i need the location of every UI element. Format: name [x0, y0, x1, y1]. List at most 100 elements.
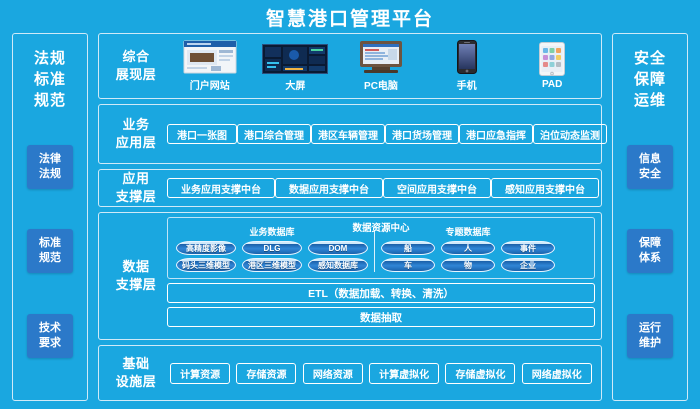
website-icon — [183, 40, 237, 74]
db-cylinder[interactable]: 感知数据库 — [308, 258, 368, 272]
left-sidebar-title: 法规 标准 规范 — [34, 48, 66, 111]
sidebar-item-label: 运行 — [639, 321, 661, 334]
thematic-database-group: 专题数据库 船 人 事件 车 物 企业 — [381, 225, 555, 272]
data-extraction-bar[interactable]: 数据抽取 — [167, 307, 595, 327]
layer-infrastructure-items: 计算资源 存储资源 网络资源 计算虚拟化 存储虚拟化 网络虚拟化 — [167, 346, 595, 400]
db-cylinder[interactable]: DOM — [308, 241, 368, 255]
device-website[interactable]: 门户网站 — [175, 40, 245, 92]
device-caption: 大屏 — [285, 81, 306, 92]
sidebar-item-information-security[interactable]: 信息 安全 — [627, 145, 673, 190]
device-mobile[interactable]: 手机 — [432, 40, 502, 92]
infra-item-network-virtualization[interactable]: 网络虚拟化 — [521, 362, 592, 384]
infra-item-storage-resource[interactable]: 存储资源 — [236, 362, 297, 384]
layer-label-line: 综合 — [122, 49, 150, 64]
business-item-port-one-map[interactable]: 港口一张图 — [167, 124, 237, 144]
db-cylinder[interactable]: 人 — [441, 241, 495, 255]
infra-item-network-resource[interactable]: 网络资源 — [302, 362, 363, 384]
right-sidebar-title-line-2: 保障 — [633, 71, 666, 88]
infra-item-compute-resource[interactable]: 计算资源 — [170, 362, 231, 384]
db-cylinder[interactable]: 船 — [381, 241, 435, 255]
db-cylinder[interactable]: 港区三维模型 — [242, 258, 302, 272]
layer-infrastructure: 基础 设施层 计算资源 存储资源 网络资源 计算虚拟化 存储虚拟化 网络虚拟化 — [98, 345, 602, 401]
db-cylinder[interactable]: 码头三维模型 — [176, 258, 236, 272]
sidebar-item-label: 标准 — [39, 237, 61, 250]
db-cylinder[interactable]: 企业 — [501, 258, 555, 272]
layer-presentation-label: 综合 展现层 — [105, 48, 167, 84]
device-caption: PC电脑 — [364, 81, 398, 92]
thematic-db-row-1: 船 人 事件 — [381, 241, 555, 255]
big-screen-icon — [262, 40, 329, 74]
left-sidebar-regulations: 法规 标准 规范 法律 法规 标准 规范 技术 要求 — [12, 33, 88, 401]
sidebar-item-technical-requirement[interactable]: 技术 要求 — [27, 313, 73, 358]
sidebar-item-label: 保障 — [639, 237, 661, 250]
sidebar-item-label: 规范 — [39, 252, 61, 265]
sidebar-item-label: 体系 — [639, 252, 661, 265]
left-sidebar-buttons: 法律 法规 标准 规范 技术 要求 — [13, 111, 87, 400]
business-item-port-yard-management[interactable]: 港口货场管理 — [385, 124, 459, 144]
layer-presentation: 综合 展现层 — [98, 33, 602, 99]
db-cylinder[interactable]: 车 — [381, 258, 435, 272]
layer-label-line: 应用层 — [115, 135, 157, 150]
layer-label-line: 基础 — [122, 356, 150, 371]
right-sidebar-buttons: 信息 安全 保障 体系 运行 维护 — [613, 111, 687, 400]
infra-item-compute-virtualization[interactable]: 计算虚拟化 — [369, 362, 440, 384]
business-database-group: 业务数据库 高精度影像 DLG DOM 码头三维模型 港区三维模型 感知数据库 — [176, 225, 368, 272]
sidebar-item-label: 维护 — [639, 336, 661, 349]
business-db-row-2: 码头三维模型 港区三维模型 感知数据库 — [176, 258, 368, 272]
device-pad[interactable]: PAD — [517, 42, 587, 90]
device-caption: 手机 — [456, 81, 477, 92]
right-sidebar-title-line-3: 运维 — [633, 92, 666, 109]
left-sidebar-title-line-3: 规范 — [33, 92, 66, 109]
layer-data-support: 数据 支撑层 数据资源中心 业务数据库 高精度影像 DLG DOM — [98, 212, 602, 340]
sidebar-item-legal-regulations[interactable]: 法律 法规 — [27, 145, 73, 190]
db-cylinder[interactable]: 物 — [441, 258, 495, 272]
layer-label-line: 应用 — [122, 171, 150, 186]
thematic-database-heading: 专题数据库 — [445, 227, 491, 237]
group-divider — [374, 230, 375, 272]
right-sidebar-security: 安全 保障 运维 信息 安全 保障 体系 运行 维护 — [612, 33, 688, 401]
device-big-screen[interactable]: 大屏 — [260, 40, 330, 92]
sidebar-item-label: 法规 — [39, 168, 61, 181]
business-database-cylinders: 高精度影像 DLG DOM 码头三维模型 港区三维模型 感知数据库 — [176, 241, 368, 272]
business-database-heading: 业务数据库 — [249, 227, 295, 237]
device-caption: PAD — [541, 79, 563, 90]
device-pc[interactable]: PC电脑 — [346, 40, 416, 92]
sidebar-item-support-system[interactable]: 保障 体系 — [627, 229, 673, 274]
data-resource-center-panel: 数据资源中心 业务数据库 高精度影像 DLG DOM 码头三维模型 港区三维 — [167, 217, 595, 279]
layer-business-items: 港口一张图 港口综合管理 港区车辆管理 港口货场管理 港口应急指挥 泊位动态监测 — [167, 105, 607, 163]
db-cylinder[interactable]: 高精度影像 — [176, 241, 236, 255]
layer-infrastructure-label: 基础 设施层 — [105, 355, 167, 391]
app-support-item-data[interactable]: 数据应用支撑中台 — [275, 178, 383, 198]
business-item-port-emergency-command[interactable]: 港口应急指挥 — [459, 124, 533, 144]
page-title: 智慧港口管理平台 — [265, 9, 434, 30]
sidebar-item-label: 安全 — [639, 168, 661, 181]
layer-stack: 综合 展现层 — [98, 33, 607, 401]
db-cylinder[interactable]: 事件 — [501, 241, 555, 255]
layer-label-line: 支撑层 — [115, 277, 157, 292]
business-item-port-integrated-management[interactable]: 港口综合管理 — [237, 124, 311, 144]
infra-item-storage-virtualization[interactable]: 存储虚拟化 — [445, 362, 516, 384]
app-support-item-business[interactable]: 业务应用支撑中台 — [167, 178, 275, 198]
business-db-row-1: 高精度影像 DLG DOM — [176, 241, 368, 255]
business-item-berth-dynamic-monitoring[interactable]: 泊位动态监测 — [533, 124, 607, 144]
thematic-db-row-2: 车 物 企业 — [381, 258, 555, 272]
app-support-item-perception[interactable]: 感知应用支撑中台 — [491, 178, 599, 198]
tablet-pad-icon — [539, 42, 566, 76]
left-sidebar-title-line-2: 标准 — [33, 71, 66, 88]
layer-application-support: 应用 支撑层 业务应用支撑中台 数据应用支撑中台 空间应用支撑中台 感知应用支撑… — [98, 169, 602, 207]
layer-label-line: 设施层 — [115, 374, 157, 389]
sidebar-item-label: 技术 — [39, 321, 61, 334]
right-sidebar-title: 安全 保障 运维 — [634, 48, 666, 111]
etl-bar[interactable]: ETL（数据加载、转换、清洗） — [167, 283, 595, 303]
sidebar-item-operation-maintenance[interactable]: 运行 维护 — [627, 313, 673, 358]
db-cylinder[interactable]: DLG — [242, 241, 302, 255]
sidebar-item-standard-specification[interactable]: 标准 规范 — [27, 229, 73, 274]
layer-label-line: 数据 — [122, 259, 150, 274]
app-support-item-spatial[interactable]: 空间应用支撑中台 — [383, 178, 491, 198]
right-sidebar-title-line-1: 安全 — [633, 50, 666, 67]
layer-business-application: 业务 应用层 港口一张图 港口综合管理 港区车辆管理 港口货场管理 港口应急指挥… — [98, 104, 607, 164]
sidebar-item-label: 法律 — [39, 153, 61, 166]
business-item-port-vehicle-management[interactable]: 港区车辆管理 — [311, 124, 385, 144]
layer-business-label: 业务 应用层 — [105, 116, 167, 152]
